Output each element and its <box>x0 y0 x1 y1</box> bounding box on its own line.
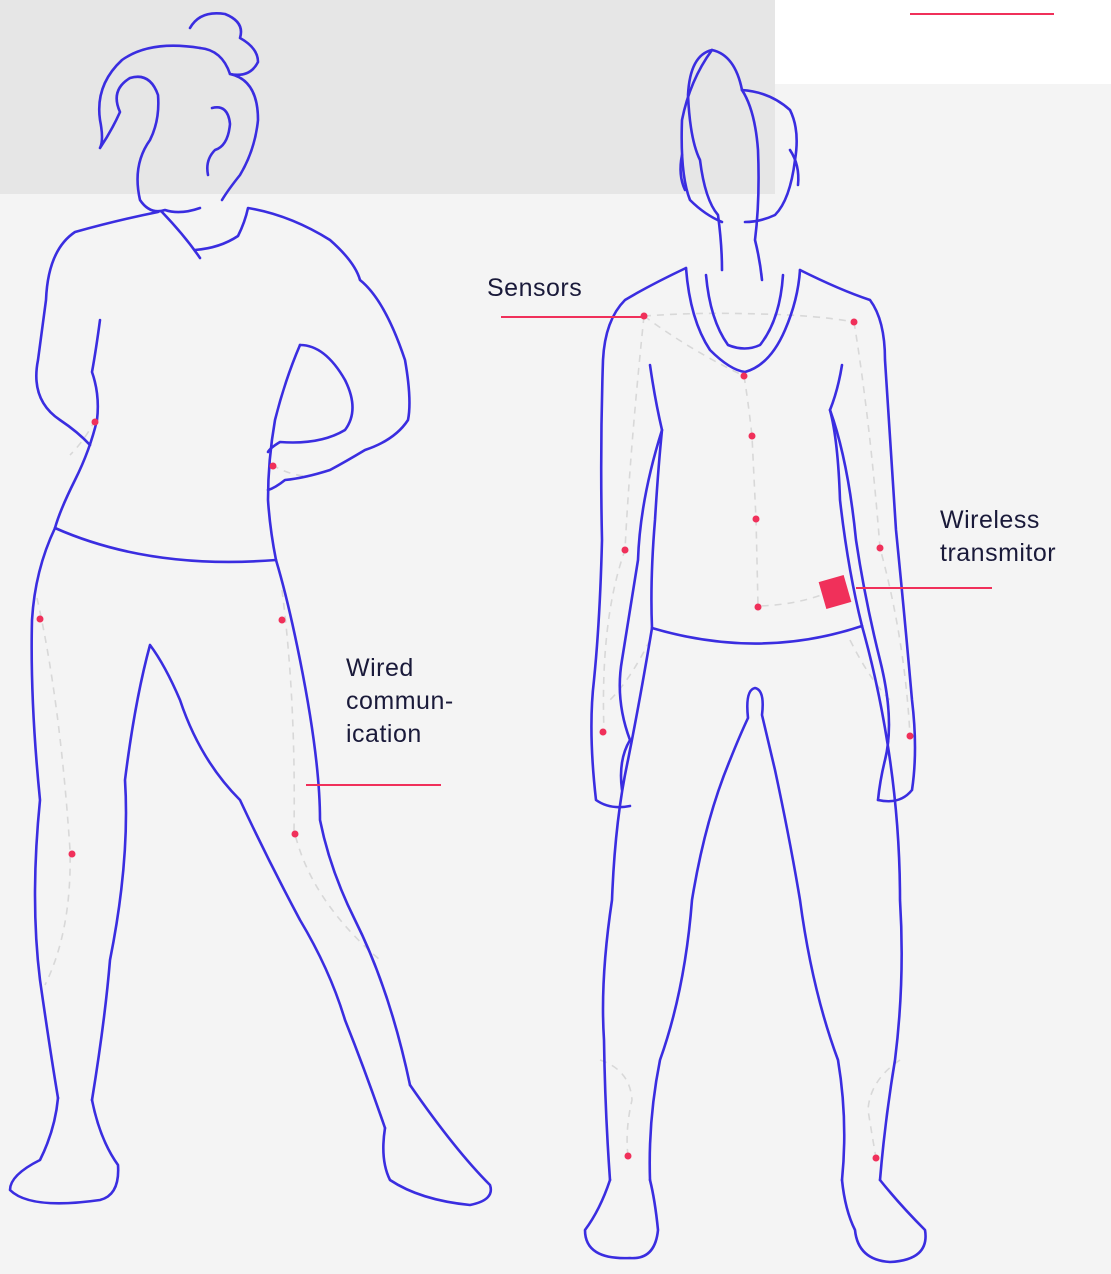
sensor-dot <box>753 516 760 523</box>
neck-left <box>162 212 200 258</box>
sensors-label: Sensors <box>487 272 582 305</box>
head-left <box>682 50 722 222</box>
sensor-dot <box>37 616 44 623</box>
wire-left-arm <box>603 316 644 732</box>
wired-communication-label: Wired commun- ication <box>346 652 454 751</box>
wire-right-arm <box>272 465 305 476</box>
sensor-dot <box>741 373 748 380</box>
sensor-dot <box>92 419 99 426</box>
sensor-dot <box>907 733 914 740</box>
right-figure-wires <box>600 313 910 1158</box>
sensors-leader-line <box>501 316 641 318</box>
waistband <box>652 626 862 644</box>
right-leg-outer <box>862 626 902 1180</box>
sensor-dot <box>69 851 76 858</box>
wireless-transmitter-box <box>819 575 852 609</box>
right-figure <box>585 50 926 1262</box>
neckline-inner <box>706 275 783 349</box>
left-figure-wires <box>37 420 380 985</box>
torso-left <box>650 365 662 628</box>
left-shoe <box>10 1098 118 1203</box>
right-figure-outline <box>585 50 926 1262</box>
left-arm-inner <box>620 430 662 790</box>
ponytail-left <box>688 50 742 270</box>
left-leg-outer <box>32 528 58 1098</box>
hair-bun <box>190 13 258 75</box>
sensor-dot <box>625 1153 632 1160</box>
left-leg-outer <box>603 628 652 1180</box>
left-shoe <box>585 1180 658 1258</box>
inner-legs <box>650 688 845 1180</box>
head-outline <box>99 46 200 212</box>
sensor-dot <box>292 831 299 838</box>
sensor-dot <box>270 463 277 470</box>
wire-spine <box>644 316 834 606</box>
sensor-dot <box>641 313 648 320</box>
right-torso-side <box>268 345 300 560</box>
sensor-dot <box>851 319 858 326</box>
left-figure-outline <box>10 13 491 1205</box>
ponytail-right <box>742 90 762 280</box>
wireless-transmitter-label: Wireless transmitor <box>940 504 1056 570</box>
sensor-dot <box>749 433 756 440</box>
left-figure-sensors <box>37 419 299 858</box>
sensor-dot <box>622 547 629 554</box>
sensor-dot <box>873 1155 880 1162</box>
wireless-leader-line <box>856 587 992 589</box>
right-leg-outer <box>276 560 410 1085</box>
right-shoe <box>383 1085 491 1205</box>
ear <box>207 107 230 175</box>
right-shoulder-arm <box>195 208 409 490</box>
sensor-dot <box>600 729 607 736</box>
sensor-dot <box>877 545 884 552</box>
right-figure-sensors <box>600 313 914 1162</box>
wire-left-leg-a <box>37 598 70 985</box>
right-shoe <box>842 1180 926 1262</box>
wired-leader-line <box>306 784 441 786</box>
sensor-dot <box>755 604 762 611</box>
wire-right-hip <box>850 640 890 700</box>
left-figure <box>10 13 491 1205</box>
right-shoulder-arm <box>800 270 915 801</box>
waistband <box>55 528 276 562</box>
sensor-dot <box>279 617 286 624</box>
wire-shoulders <box>644 313 854 322</box>
